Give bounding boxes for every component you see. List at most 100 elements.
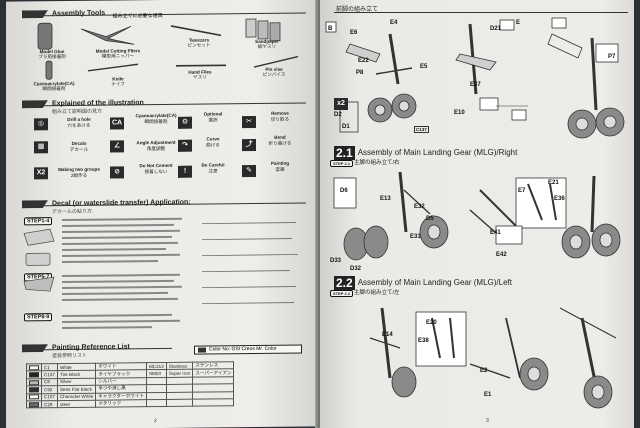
legend-drill-jp: 穴をあける bbox=[67, 122, 91, 128]
decal-diagram bbox=[202, 222, 298, 304]
legend-two-groups-jp: 2組作る bbox=[70, 172, 88, 178]
manual-spread: Assembly Tools 組み立てに必要な道具 Model Glue プラ用… bbox=[6, 0, 634, 428]
remove-icon: ✂ bbox=[242, 116, 256, 129]
color-swatch bbox=[29, 394, 39, 400]
part-e5: E5 bbox=[420, 64, 428, 70]
paint-name: Character White bbox=[59, 393, 94, 400]
decal-title: Decal (or waterslide transfer) Applicati… bbox=[52, 198, 191, 208]
page-number-right: 3 bbox=[486, 418, 489, 424]
tool-tweezers-jp: ピンセット bbox=[187, 42, 211, 48]
step-2-1-tag: STEP 2.1 bbox=[330, 160, 354, 167]
right-top-title: 前脚の組み立て bbox=[336, 7, 379, 13]
tool-sandpaper-jp: 紙ヤスリ bbox=[257, 43, 277, 49]
tool-cyanoacrylate-jp: 瞬間接着剤 bbox=[42, 86, 66, 92]
color-note-box: Color No: GSI Creos Mr. Color bbox=[194, 344, 302, 355]
part-e1: E1 bbox=[484, 392, 492, 398]
legend-ca-jp: 瞬間接着剤 bbox=[144, 118, 168, 125]
step-2-1-number: 2.1 bbox=[334, 146, 355, 160]
part-e14: E14 bbox=[382, 332, 393, 338]
part-e22: E22 bbox=[358, 58, 369, 64]
paint-name-jp: ホワイト bbox=[98, 363, 117, 369]
illustration-subtitle: 組み立て説明図の見方 bbox=[52, 108, 103, 116]
part-p7: P7 bbox=[608, 54, 616, 60]
book-gutter bbox=[315, 0, 323, 428]
paint-name-jp: メタリック bbox=[98, 400, 122, 406]
paint-name-jp: キャラクターホワイト bbox=[98, 392, 144, 399]
paint-name: Semi Flat Black bbox=[59, 386, 92, 392]
tool-knife-jp: ナイフ bbox=[111, 81, 125, 87]
step-2-2-text: Assembly of Main Landing Gear (MLG)/Left bbox=[357, 278, 512, 288]
mlg-left-diagram bbox=[369, 307, 617, 409]
part-e13: E13 bbox=[380, 196, 391, 202]
paint-code: C28 bbox=[44, 401, 53, 407]
painting-subtitle: 塗装参照リスト bbox=[52, 352, 88, 360]
legend-curve: Curve bbox=[206, 136, 220, 142]
paint-name-jp: スーパーアイアン bbox=[195, 369, 232, 376]
decal-step-8-9: STEP8-9 bbox=[24, 313, 53, 322]
color-swatch bbox=[29, 372, 39, 378]
drill-icon: ◎ bbox=[34, 118, 48, 131]
tool-pin-vise-jp: ピンバイス bbox=[262, 71, 286, 77]
tool-model-glue-jp: プラ用接着剤 bbox=[38, 54, 66, 60]
legend-remove-jp: 切り取る bbox=[270, 116, 290, 122]
legend-angle: Angle Adjustment bbox=[136, 139, 176, 146]
step-2-2-number: 2.2 bbox=[334, 276, 355, 290]
paint-name-jp: 半つや消し黒 bbox=[98, 385, 126, 392]
part-d5: D5 bbox=[426, 216, 434, 222]
color-swatch bbox=[29, 365, 39, 371]
part-e37: E37 bbox=[470, 82, 481, 88]
paint-code: C92 bbox=[44, 387, 53, 393]
angle-icon: ∠ bbox=[110, 140, 124, 153]
paint-name: Tire Black bbox=[59, 371, 81, 378]
paint-name-jp: タイヤブラック bbox=[98, 370, 131, 377]
assembly-tools-title: Assembly Tools bbox=[52, 9, 106, 18]
no-cement-icon: ⊘ bbox=[110, 166, 124, 179]
painting-title: Painting Reference List bbox=[52, 343, 130, 352]
part-p8: P8 bbox=[356, 70, 364, 76]
curve-icon: ↷ bbox=[178, 139, 192, 152]
paint-name-jp: ステンレス bbox=[195, 362, 219, 368]
paint-code: MC213 bbox=[148, 363, 164, 369]
paint-code: C137 bbox=[44, 372, 55, 378]
optional-icon: ⚙ bbox=[178, 116, 192, 129]
color-note: Color No: GSI Creos Mr. Color bbox=[209, 345, 277, 353]
decal-header: Decal (or waterslide transfer) Applicati… bbox=[22, 192, 306, 206]
mlg-right-diagram bbox=[333, 171, 621, 261]
legend-bend: Bend bbox=[274, 134, 286, 140]
part-e7: E7 bbox=[518, 188, 526, 194]
decal-step-1-4: STEP1-4 bbox=[24, 217, 53, 226]
legend-no-cement: Do Not Cement bbox=[139, 162, 173, 169]
color-swatch bbox=[29, 402, 39, 408]
part-b: B bbox=[328, 26, 333, 32]
legend-bend-jp: 折り曲げる bbox=[268, 140, 292, 146]
page-number-left: 2 bbox=[154, 418, 157, 425]
legend-painting-jp: 塗装 bbox=[275, 166, 285, 172]
assembly-tools-header: Assembly Tools 組み立てに必要な道具 bbox=[22, 2, 306, 20]
decal-subtitle: デカールの貼り方 bbox=[52, 208, 93, 216]
decal-illustration bbox=[23, 228, 55, 292]
x2-badge-nose: x2 bbox=[334, 98, 348, 110]
part-d1: D1 bbox=[342, 124, 350, 130]
legend-remove: Remove bbox=[271, 110, 289, 116]
legend-drill: Drill a hole bbox=[67, 116, 91, 122]
right-page: 前脚の組み立て bbox=[320, 0, 634, 428]
paint-code: C107 bbox=[44, 394, 55, 400]
step-2-2-jp: 主脚の組み立て/左 bbox=[354, 290, 400, 296]
part-d6: D6 bbox=[340, 188, 348, 194]
part-e10: E10 bbox=[454, 110, 465, 116]
careful-icon: ! bbox=[178, 165, 192, 178]
part-d21: D21 bbox=[490, 26, 502, 32]
legend-decals: Decals bbox=[71, 140, 87, 146]
paint-code: C1 bbox=[44, 364, 50, 370]
step-2-1-text: Assembly of Main Landing Gear (MLG)/Righ… bbox=[357, 148, 518, 158]
paint-code: C8 bbox=[44, 379, 50, 385]
part-e41: E41 bbox=[490, 230, 501, 236]
legend-no-cement-jp: 接着しない bbox=[144, 168, 168, 175]
part-e31: E31 bbox=[410, 234, 421, 240]
paint-name: White bbox=[59, 364, 72, 370]
tools-illustration bbox=[37, 18, 299, 80]
